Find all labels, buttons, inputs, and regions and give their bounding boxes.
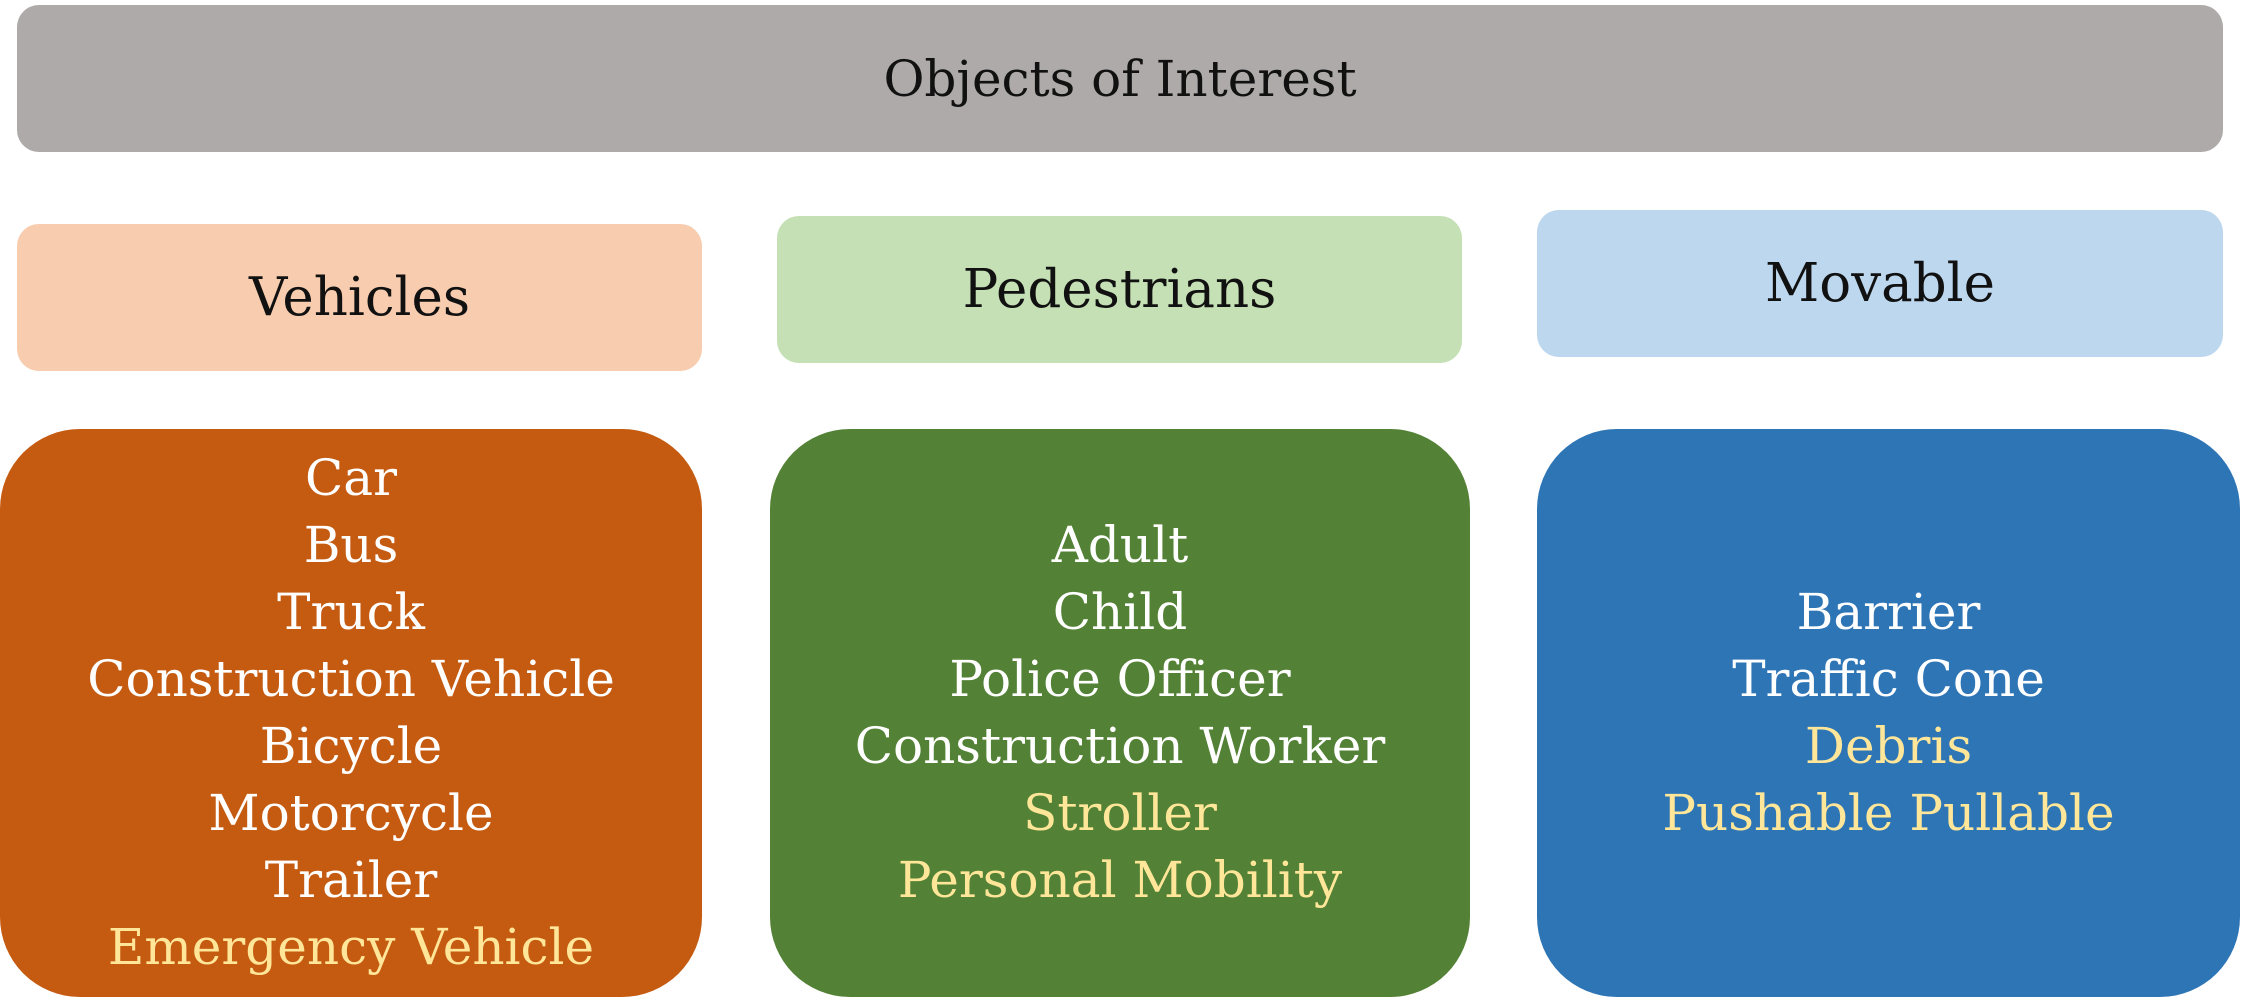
list-item: Barrier xyxy=(1796,583,1981,641)
list-item: Construction Worker xyxy=(854,717,1386,775)
category-vehicles-label: Vehicles xyxy=(248,267,471,328)
list-item: Car xyxy=(305,449,397,507)
movable-items-box: Barrier Traffic Cone Debris Pushable Pul… xyxy=(1537,429,2240,997)
category-pedestrians-label: Pedestrians xyxy=(962,259,1277,320)
category-vehicles-node: Vehicles xyxy=(17,224,702,371)
list-item-highlighted: Stroller xyxy=(1023,784,1217,842)
list-item: Adult xyxy=(1051,516,1189,574)
list-item: Truck xyxy=(277,583,425,641)
list-item: Child xyxy=(1052,583,1188,641)
category-movable-node: Movable xyxy=(1537,210,2223,357)
list-item-highlighted: Debris xyxy=(1804,717,1973,775)
pedestrians-items-box: Adult Child Police Officer Construction … xyxy=(770,429,1470,997)
vehicles-items-box: Car Bus Truck Construction Vehicle Bicyc… xyxy=(0,429,702,997)
list-item-highlighted: Pushable Pullable xyxy=(1662,784,2115,842)
root-node-label: Objects of Interest xyxy=(883,49,1357,108)
list-item-highlighted: Personal Mobility xyxy=(897,851,1343,909)
list-item: Construction Vehicle xyxy=(87,650,615,708)
list-item: Motorcycle xyxy=(208,784,494,842)
category-movable-label: Movable xyxy=(1765,253,1995,314)
category-pedestrians-node: Pedestrians xyxy=(777,216,1462,363)
list-item: Police Officer xyxy=(949,650,1291,708)
list-item: Bicycle xyxy=(259,717,443,775)
list-item-highlighted: Emergency Vehicle xyxy=(107,918,595,976)
list-item: Traffic Cone xyxy=(1732,650,2045,708)
list-item: Trailer xyxy=(264,851,438,909)
objects-of-interest-root-node: Objects of Interest xyxy=(17,5,2223,152)
list-item: Bus xyxy=(303,516,399,574)
